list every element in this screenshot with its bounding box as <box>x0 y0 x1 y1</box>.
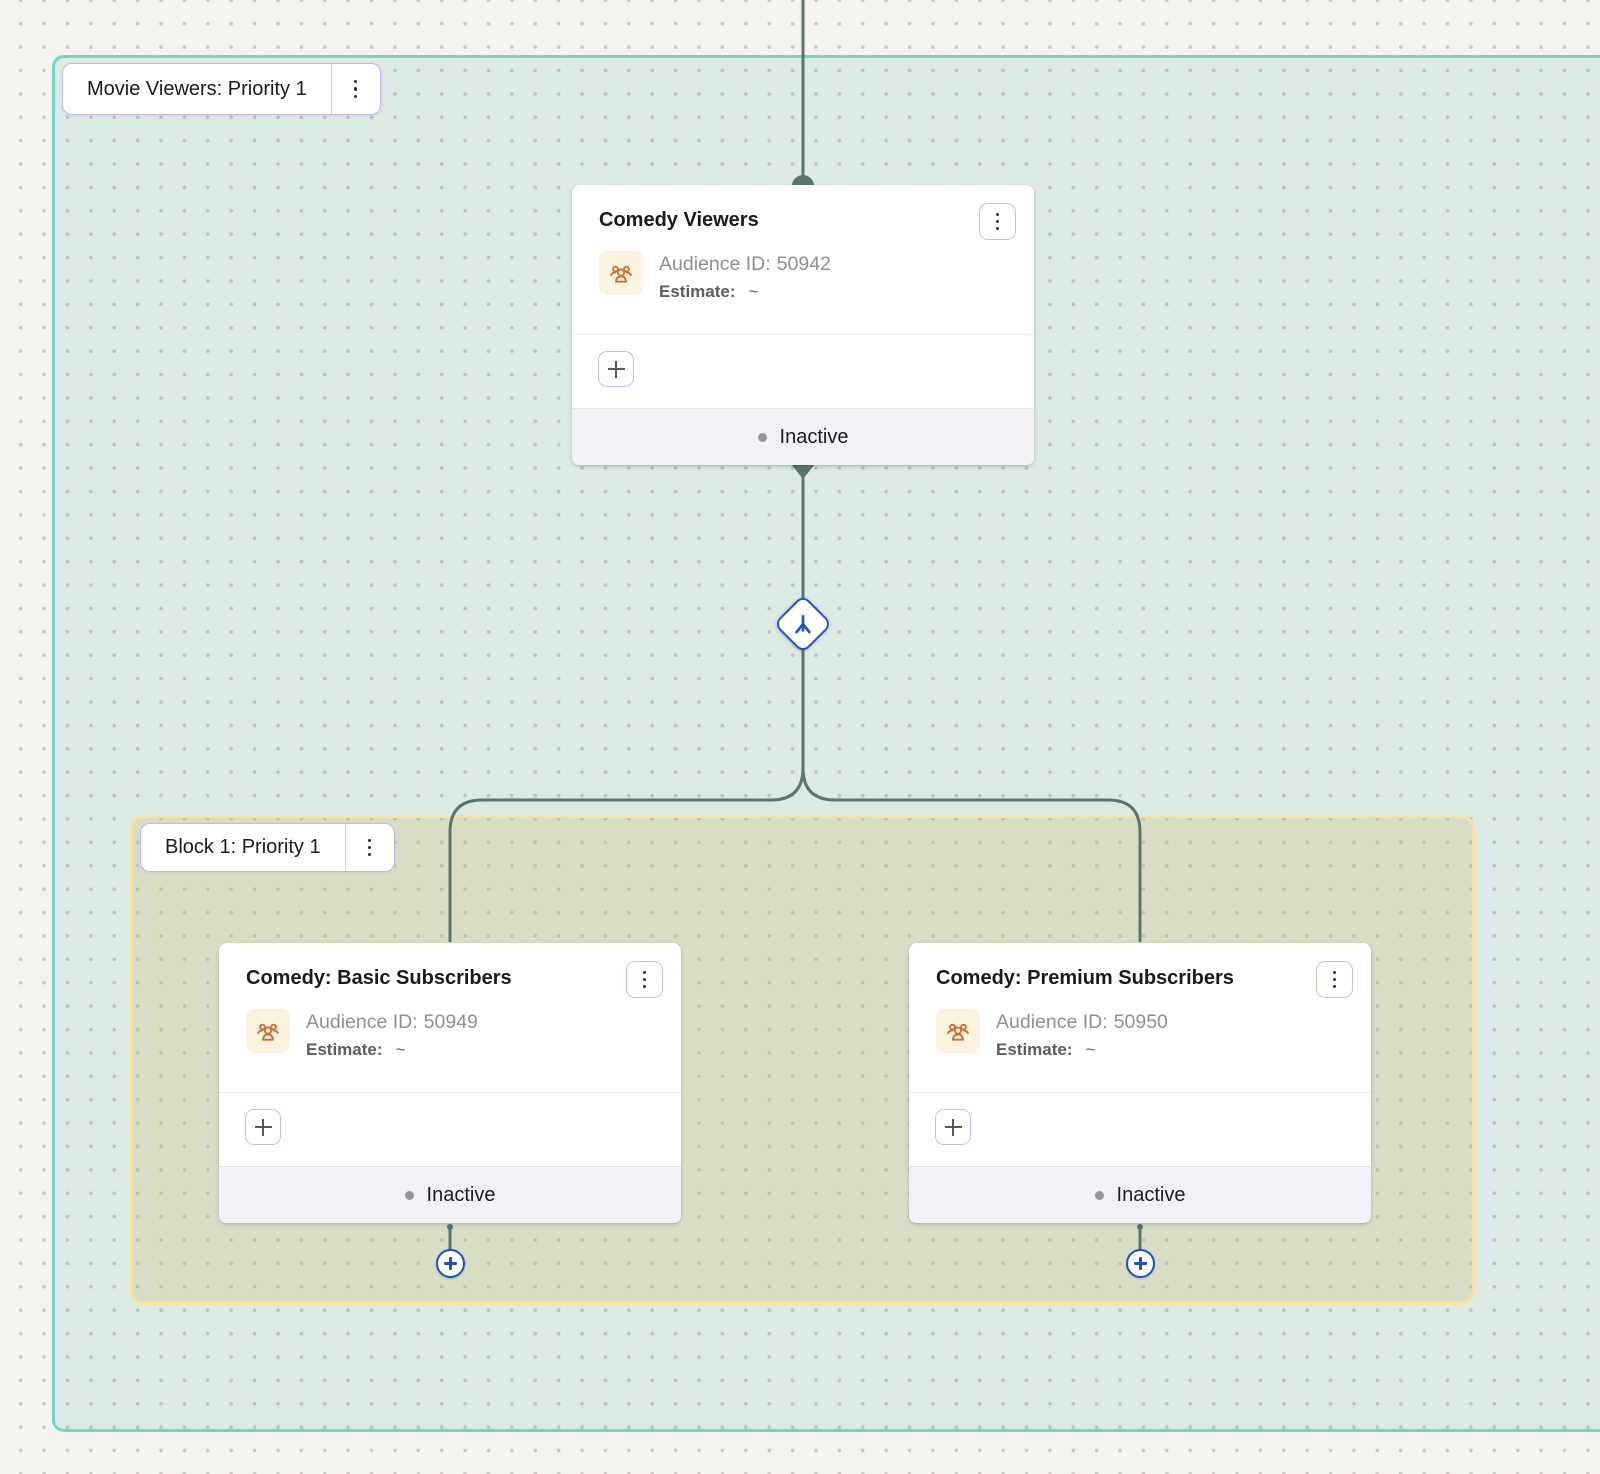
add-branch-button-right[interactable] <box>1126 1249 1155 1278</box>
split-node[interactable] <box>773 594 833 654</box>
group-label: Movie Viewers: Priority 1 <box>87 77 307 100</box>
node-menu-button[interactable] <box>1316 961 1353 998</box>
block-label-pill[interactable]: Block 1: Priority 1 <box>140 823 395 872</box>
node-title: Comedy: Basic Subscribers <box>246 967 512 989</box>
estimate-value: ~ <box>1085 1040 1096 1060</box>
estimate-label: Estimate: <box>306 1040 383 1060</box>
node-status-bar: Inactive <box>909 1166 1371 1223</box>
node-status-bar: Inactive <box>219 1166 681 1223</box>
edge-branch-left <box>448 767 805 942</box>
status-text: Inactive <box>779 425 849 448</box>
node-add-row <box>909 1109 1371 1181</box>
status-dot-icon <box>1094 1190 1104 1200</box>
estimate-value: ~ <box>395 1040 406 1060</box>
audience-id-label: Audience ID: <box>659 253 771 275</box>
node-card-comedy-basic-subscribers[interactable]: Comedy: Basic Subscribers Audience ID:50… <box>219 943 681 1223</box>
status-text: Inactive <box>1116 1183 1186 1206</box>
estimate-row: Estimate: ~ <box>306 1040 478 1060</box>
node-body: Comedy: Basic Subscribers Audience ID:50… <box>219 943 681 1093</box>
add-button[interactable] <box>598 351 634 387</box>
add-branch-button-left[interactable] <box>436 1249 465 1278</box>
node-card-comedy-viewers[interactable]: Comedy Viewers Audience ID:50942 Est <box>572 185 1034 465</box>
audience-id-label: Audience ID: <box>306 1011 418 1033</box>
audience-icon <box>936 1009 980 1053</box>
audience-id-value: 50949 <box>423 1011 478 1033</box>
group-label-pill[interactable]: Movie Viewers: Priority 1 <box>62 63 381 115</box>
node-menu-button[interactable] <box>979 203 1016 240</box>
estimate-label: Estimate: <box>996 1040 1073 1060</box>
audience-icon <box>599 251 643 295</box>
plus-icon <box>1134 1257 1147 1270</box>
audience-id-value: 50950 <box>1113 1011 1168 1033</box>
status-dot-icon <box>757 432 767 442</box>
audience-id-row: Audience ID:50949 <box>306 1009 478 1033</box>
plus-icon <box>607 360 625 378</box>
plus-icon <box>254 1118 272 1136</box>
node-title: Comedy: Premium Subscribers <box>936 967 1234 989</box>
group-menu-button[interactable] <box>332 64 380 114</box>
node-add-row <box>219 1109 681 1181</box>
pill-divider <box>344 824 346 871</box>
status-text: Inactive <box>426 1183 496 1206</box>
estimate-value: ~ <box>748 282 759 302</box>
audience-id-label: Audience ID: <box>996 1011 1108 1033</box>
node-menu-button[interactable] <box>626 961 663 998</box>
audience-id-row: Audience ID:50950 <box>996 1009 1168 1033</box>
kebab-icon <box>354 80 358 98</box>
audience-icon <box>246 1009 290 1053</box>
block-label: Block 1: Priority 1 <box>165 836 321 858</box>
pill-divider <box>330 64 332 114</box>
node-card-comedy-premium-subscribers[interactable]: Comedy: Premium Subscribers Audience ID:… <box>909 943 1371 1223</box>
status-dot-icon <box>404 1190 414 1200</box>
estimate-row: Estimate: ~ <box>659 282 831 302</box>
edge-cap-icon <box>792 175 814 186</box>
node-add-row <box>572 351 1034 423</box>
estimate-row: Estimate: ~ <box>996 1040 1168 1060</box>
node-body: Comedy Viewers Audience ID:50942 Est <box>572 185 1034 335</box>
kebab-icon <box>642 970 647 989</box>
add-button[interactable] <box>935 1109 971 1145</box>
node-title: Comedy Viewers <box>599 209 759 231</box>
kebab-icon <box>995 212 1000 231</box>
kebab-icon <box>368 838 372 857</box>
edge-branch-right <box>801 767 1142 942</box>
node-body: Comedy: Premium Subscribers Audience ID:… <box>909 943 1371 1093</box>
plus-icon <box>444 1257 457 1270</box>
estimate-label: Estimate: <box>659 282 736 302</box>
audience-id-row: Audience ID:50942 <box>659 251 831 275</box>
block-menu-button[interactable] <box>346 824 394 871</box>
add-button[interactable] <box>245 1109 281 1145</box>
audience-id-value: 50942 <box>776 253 831 275</box>
branch-fork-icon <box>790 611 817 638</box>
node-status-bar: Inactive <box>572 408 1034 465</box>
kebab-icon <box>1332 970 1337 989</box>
plus-icon <box>944 1118 962 1136</box>
